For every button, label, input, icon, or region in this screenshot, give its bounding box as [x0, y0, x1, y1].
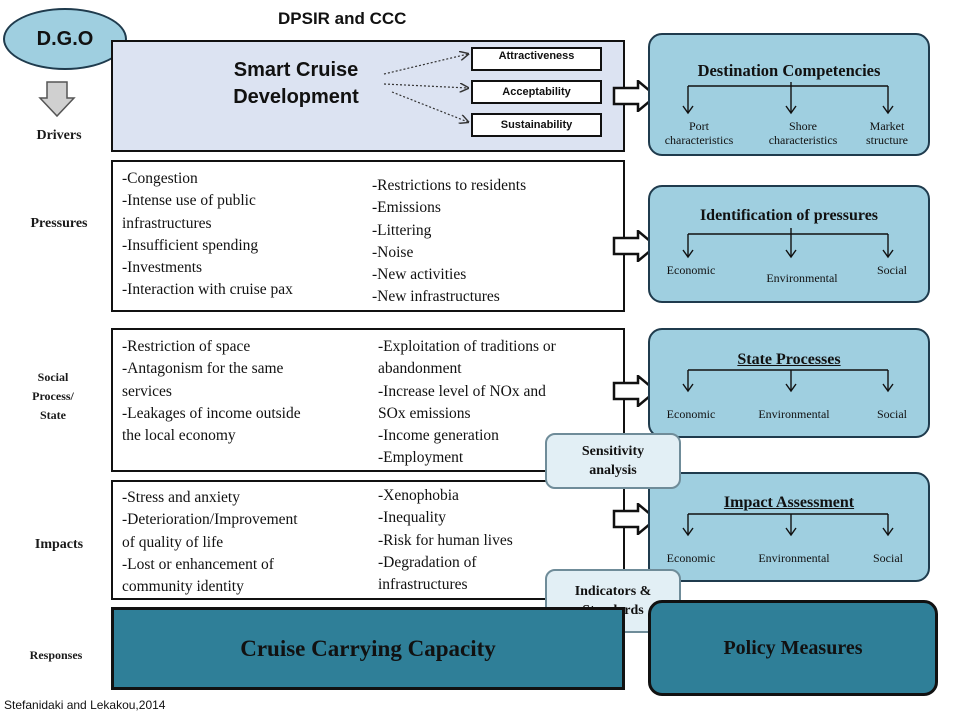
- row-label-drivers: Drivers: [36, 128, 82, 143]
- policy-measures-box: Policy Measures: [648, 600, 938, 696]
- pressures-list-right: -Restrictions to residents -Emissions -L…: [372, 177, 527, 306]
- callout-sensitivity-analysis: Sensitivity analysis: [545, 433, 681, 489]
- panel-impact-item-economic: Economic: [666, 551, 716, 565]
- citation: Stefanidaki and Lekakou,2014: [4, 698, 166, 712]
- row-label-impacts: Impacts: [34, 537, 84, 552]
- tag-acceptability: Acceptability: [471, 80, 602, 104]
- panel-competencies-item-shore: Shore characteristics: [768, 119, 838, 147]
- panel-impact-title: Impact Assessment: [723, 494, 855, 511]
- panel-identification-of-pressures: [648, 185, 930, 303]
- row-label-pressures: Pressures: [30, 216, 88, 231]
- diagram-title: DPSIR and CCC: [278, 9, 407, 28]
- panel-impact-tree: [682, 513, 894, 537]
- panel-impact-item-environmental: Environmental: [758, 551, 830, 565]
- state-list-left: -Restriction of space -Antagonism for th…: [122, 338, 301, 445]
- panel-state-title: State Processes: [737, 351, 841, 368]
- impacts-box: [111, 480, 625, 600]
- ccc-label: Cruise Carrying Capacity: [240, 635, 496, 661]
- impacts-list-right: -Xenophobia -Inequality -Risk for human …: [378, 487, 513, 594]
- panel-state-item-environmental: Environmental: [758, 407, 830, 421]
- tag-attractiveness: Attractiveness: [471, 47, 602, 71]
- panel-state-item-social: Social: [877, 407, 907, 421]
- block-arrow-icon: [612, 80, 658, 112]
- panel-competencies-tree: [682, 82, 894, 115]
- pressures-box: [111, 160, 625, 312]
- block-arrow-icon: [612, 375, 658, 407]
- pressures-list-left: -Congestion -Intense use of public infra…: [122, 170, 293, 299]
- row-label-state: Social Process/ State: [32, 370, 74, 422]
- driver-arrows: [383, 48, 475, 134]
- panel-pressures-item-economic: Economic: [666, 263, 716, 277]
- state-list-right: -Exploitation of traditions or abandonme…: [378, 338, 556, 467]
- panel-state-item-economic: Economic: [666, 407, 716, 421]
- panel-pressures-item-social: Social: [877, 263, 907, 277]
- panel-competencies-title: Destination Competencies: [697, 61, 881, 80]
- panel-state-tree: [682, 369, 894, 393]
- panel-competencies-item-market: Market structure: [866, 119, 908, 147]
- dgo-ellipse: D.G.O: [3, 8, 127, 70]
- ccc-box: Cruise Carrying Capacity: [111, 607, 625, 690]
- panel-competencies-item-port: Port characteristics: [664, 119, 734, 147]
- panel-destination-competencies: [648, 33, 930, 156]
- block-arrow-icon: [612, 503, 658, 535]
- panel-pressures-tree: [682, 228, 894, 259]
- block-arrow-icon: [612, 230, 658, 262]
- tag-sustainability: Sustainability: [471, 113, 602, 137]
- panel-impact-assessment: [648, 472, 930, 582]
- panel-pressures-title: Identification of pressures: [699, 207, 879, 224]
- panel-impact-item-social: Social: [873, 551, 903, 565]
- state-box: [111, 328, 625, 472]
- panel-pressures-item-environmental: Environmental: [766, 271, 838, 285]
- policy-measures-label: Policy Measures: [723, 636, 863, 659]
- impacts-list-left: -Stress and anxiety -Deterioration/Impro…: [122, 489, 298, 596]
- row-label-responses: Responses: [29, 648, 83, 662]
- drivers-title: Smart Cruise Development: [233, 59, 359, 108]
- panel-state-processes: [648, 328, 930, 438]
- down-arrow-icon: [38, 81, 76, 118]
- dgo-label: D.G.O: [36, 27, 94, 50]
